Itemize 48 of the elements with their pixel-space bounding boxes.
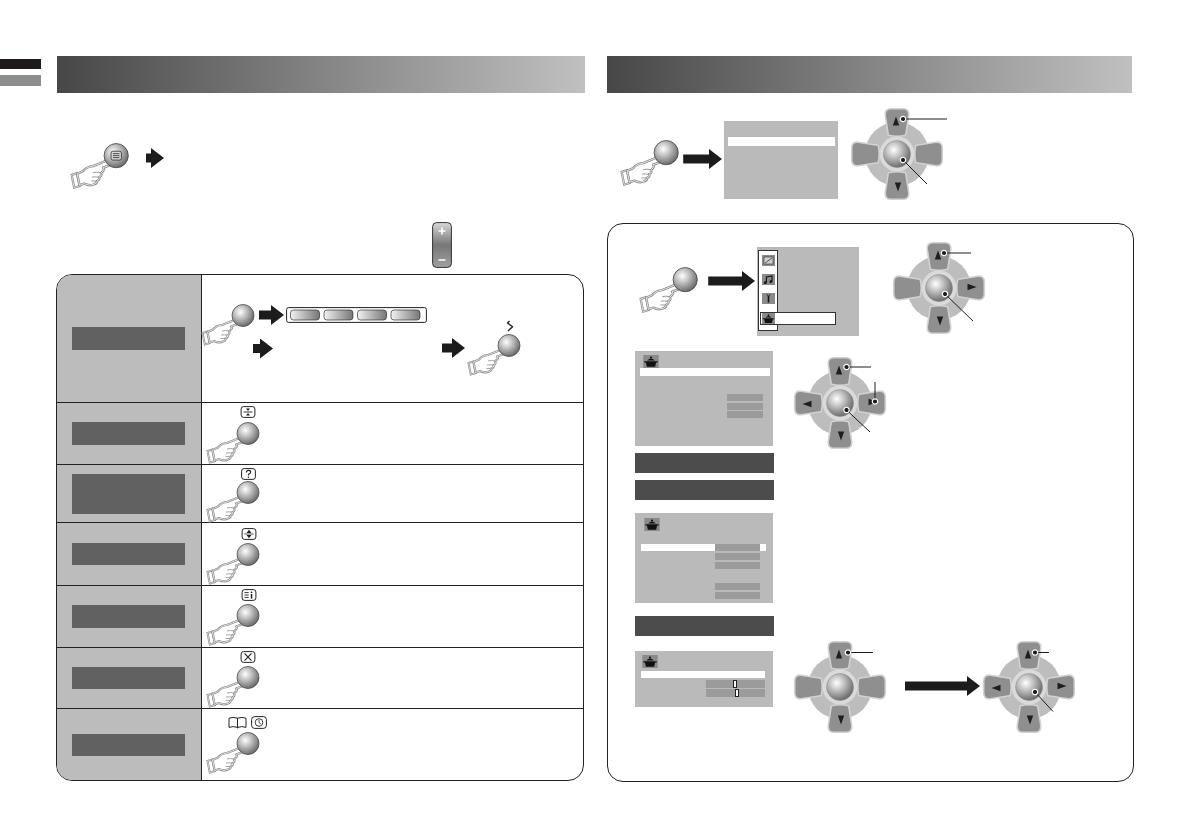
label-bar	[72, 422, 185, 445]
arrow	[905, 676, 980, 696]
leader-line	[899, 156, 928, 185]
up-button	[1017, 642, 1041, 669]
hand-pressing-button-drawing	[638, 267, 699, 314]
arrow	[683, 149, 722, 169]
menu-screen	[757, 247, 859, 336]
direction-pad-drawing	[793, 356, 887, 450]
leader-line	[844, 649, 874, 656]
arrow	[708, 271, 755, 291]
center-button	[883, 139, 911, 168]
label-bar	[635, 616, 774, 636]
up-button	[885, 109, 909, 135]
leader-line	[1031, 688, 1054, 712]
direction-pad-drawing	[892, 241, 986, 335]
leader-line	[941, 290, 974, 322]
label-bar	[72, 327, 185, 350]
leader-line	[843, 363, 872, 371]
hand-pressing-button-drawing	[69, 143, 130, 190]
label-bar	[72, 474, 185, 514]
hand-pressing-button-drawing	[619, 140, 680, 187]
leader-line	[899, 115, 948, 123]
label-bar	[72, 605, 185, 628]
hand-pressing-button-drawing	[201, 303, 255, 346]
direction-pad-drawing	[793, 640, 887, 734]
label-bar	[72, 543, 185, 565]
center-button	[1015, 673, 1043, 701]
leader-line	[871, 381, 879, 405]
label-bar	[72, 734, 185, 756]
label-bar	[72, 667, 185, 689]
leader-line	[1031, 649, 1050, 656]
arrow	[259, 305, 284, 325]
direction-pad-drawing	[850, 106, 944, 201]
label-bar	[635, 453, 774, 473]
up-button	[828, 642, 852, 669]
direction-pad-drawing	[982, 640, 1076, 734]
label-bar	[635, 480, 774, 500]
up-button	[828, 358, 852, 385]
leader-line	[940, 249, 972, 257]
center-button	[826, 389, 854, 417]
button-row-drawing	[286, 307, 427, 323]
right-button	[858, 391, 885, 415]
menu-screen	[724, 121, 838, 199]
up-button	[927, 243, 951, 270]
center-button	[925, 274, 953, 302]
arrow	[442, 338, 465, 358]
hand-pressing-button-drawing	[467, 333, 521, 376]
leader-line	[843, 406, 871, 433]
